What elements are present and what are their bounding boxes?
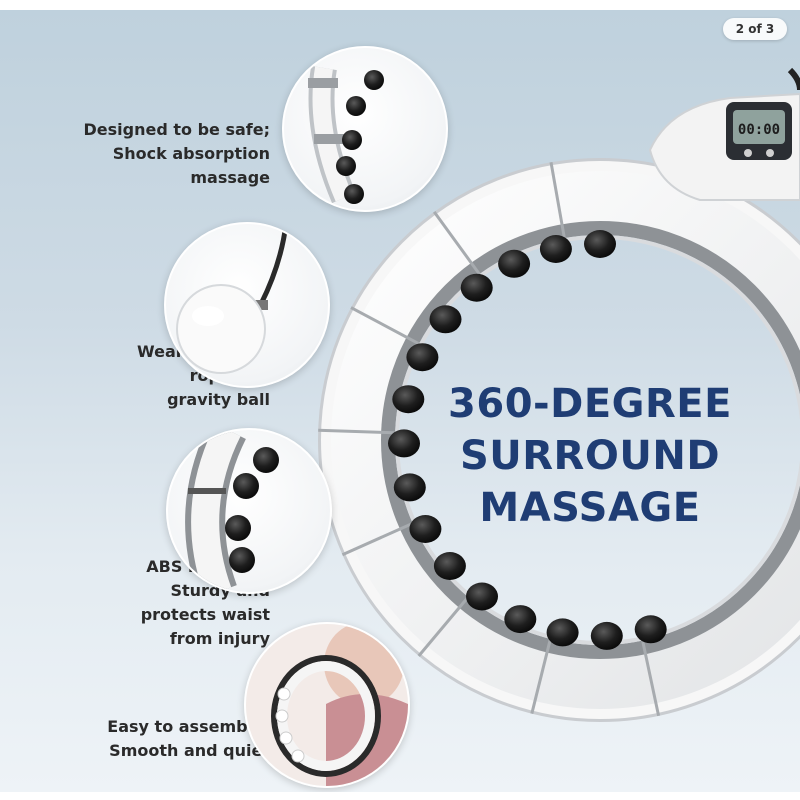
segment-joint: [350, 306, 420, 346]
feature-1-line-1: Designed to be safe;: [83, 120, 270, 139]
hoop-segment-icon: [282, 46, 448, 212]
massage-node: [590, 621, 623, 650]
massage-node: [406, 343, 439, 372]
segment-joint: [432, 211, 481, 276]
massage-node: [429, 305, 462, 334]
headline-line-2: SURROUND: [459, 433, 721, 479]
segment-joint: [549, 162, 566, 239]
headline-line-1: 360-DEGREE: [448, 381, 732, 427]
massage-node: [498, 249, 531, 278]
image-counter-badge: 2 of 3: [723, 18, 787, 40]
feature-3-line-3: protects waist: [140, 605, 270, 624]
massage-nodes: [388, 230, 667, 650]
abs-segment-icon: [166, 428, 332, 594]
massage-node: [546, 618, 579, 647]
massage-node: [409, 515, 442, 543]
lcd-digits: 00:00: [738, 122, 780, 138]
feature-4-line-2: Smooth and quiet: [109, 741, 270, 760]
massage-node: [634, 615, 667, 644]
hoop-segment-joints: [318, 162, 661, 717]
massage-node: [388, 429, 420, 458]
massage-node: [466, 582, 498, 611]
segment-joint: [318, 428, 396, 435]
headline-line-3: MASSAGE: [479, 485, 701, 531]
massage-node: [433, 552, 466, 580]
lcd-screen: [733, 110, 785, 144]
gravity-ball-icon: [164, 222, 330, 388]
massage-node: [504, 605, 537, 634]
segment-joint: [341, 522, 414, 557]
model-wearing-hoop-icon: [244, 622, 410, 788]
counter-unit: 00:00: [648, 67, 800, 201]
massage-node: [539, 235, 572, 263]
smart-hula-hoop-illustration: 00:00: [318, 67, 800, 722]
headline: 360-DEGREE SURROUND MASSAGE: [420, 378, 760, 534]
segment-joint: [417, 596, 470, 657]
feature-label-easy-assemble: Easy to assemble, Smooth and quiet: [107, 715, 270, 763]
feature-3-line-4: from injury: [169, 629, 270, 648]
product-image: 00:00 360-DEGREE SURROUND MASSAGE Design…: [0, 10, 800, 792]
feature-1-line-3: massage: [190, 168, 270, 187]
feature-1-line-2: Shock absorption: [112, 144, 270, 163]
feature-label-shock-absorption: Designed to be safe; Shock absorption ma…: [84, 118, 270, 190]
feature-2-line-3: gravity ball: [167, 390, 270, 409]
segment-joint: [641, 640, 661, 717]
massage-node: [584, 230, 616, 258]
feature-4-line-1: Easy to assemble,: [107, 717, 270, 736]
massage-node: [392, 385, 425, 414]
massage-node: [460, 273, 493, 302]
massage-node: [393, 473, 426, 502]
segment-joint: [530, 638, 552, 714]
